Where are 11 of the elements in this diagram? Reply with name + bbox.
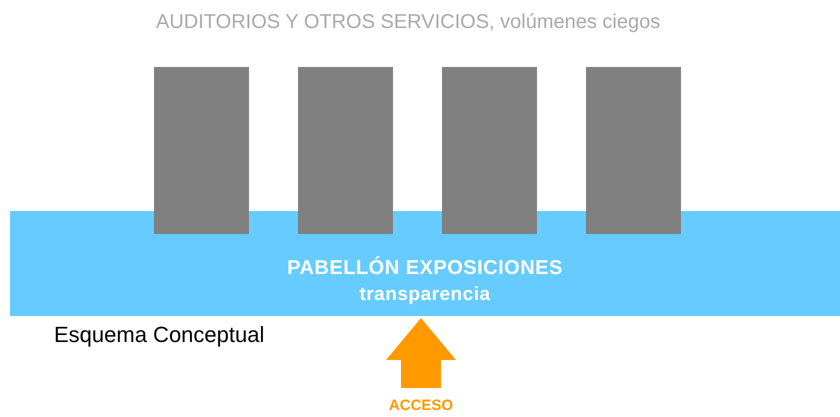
blind-volume-block	[154, 67, 249, 234]
access-label: ACCESO	[361, 396, 481, 416]
blind-volume-block	[298, 67, 393, 234]
heading-note: AUDITORIOS Y OTROS SERVICIOS, volúmenes ciegos	[156, 10, 660, 35]
pavilion-band	[10, 211, 840, 316]
access-arrow	[386, 318, 456, 388]
blind-volume-block	[442, 67, 537, 234]
blind-volume-block	[586, 67, 681, 234]
band-subtitle: transparencia	[359, 283, 491, 307]
caption: Esquema Conceptual	[54, 321, 264, 349]
band-title: PABELLÓN EXPOSICIONES	[287, 255, 563, 281]
